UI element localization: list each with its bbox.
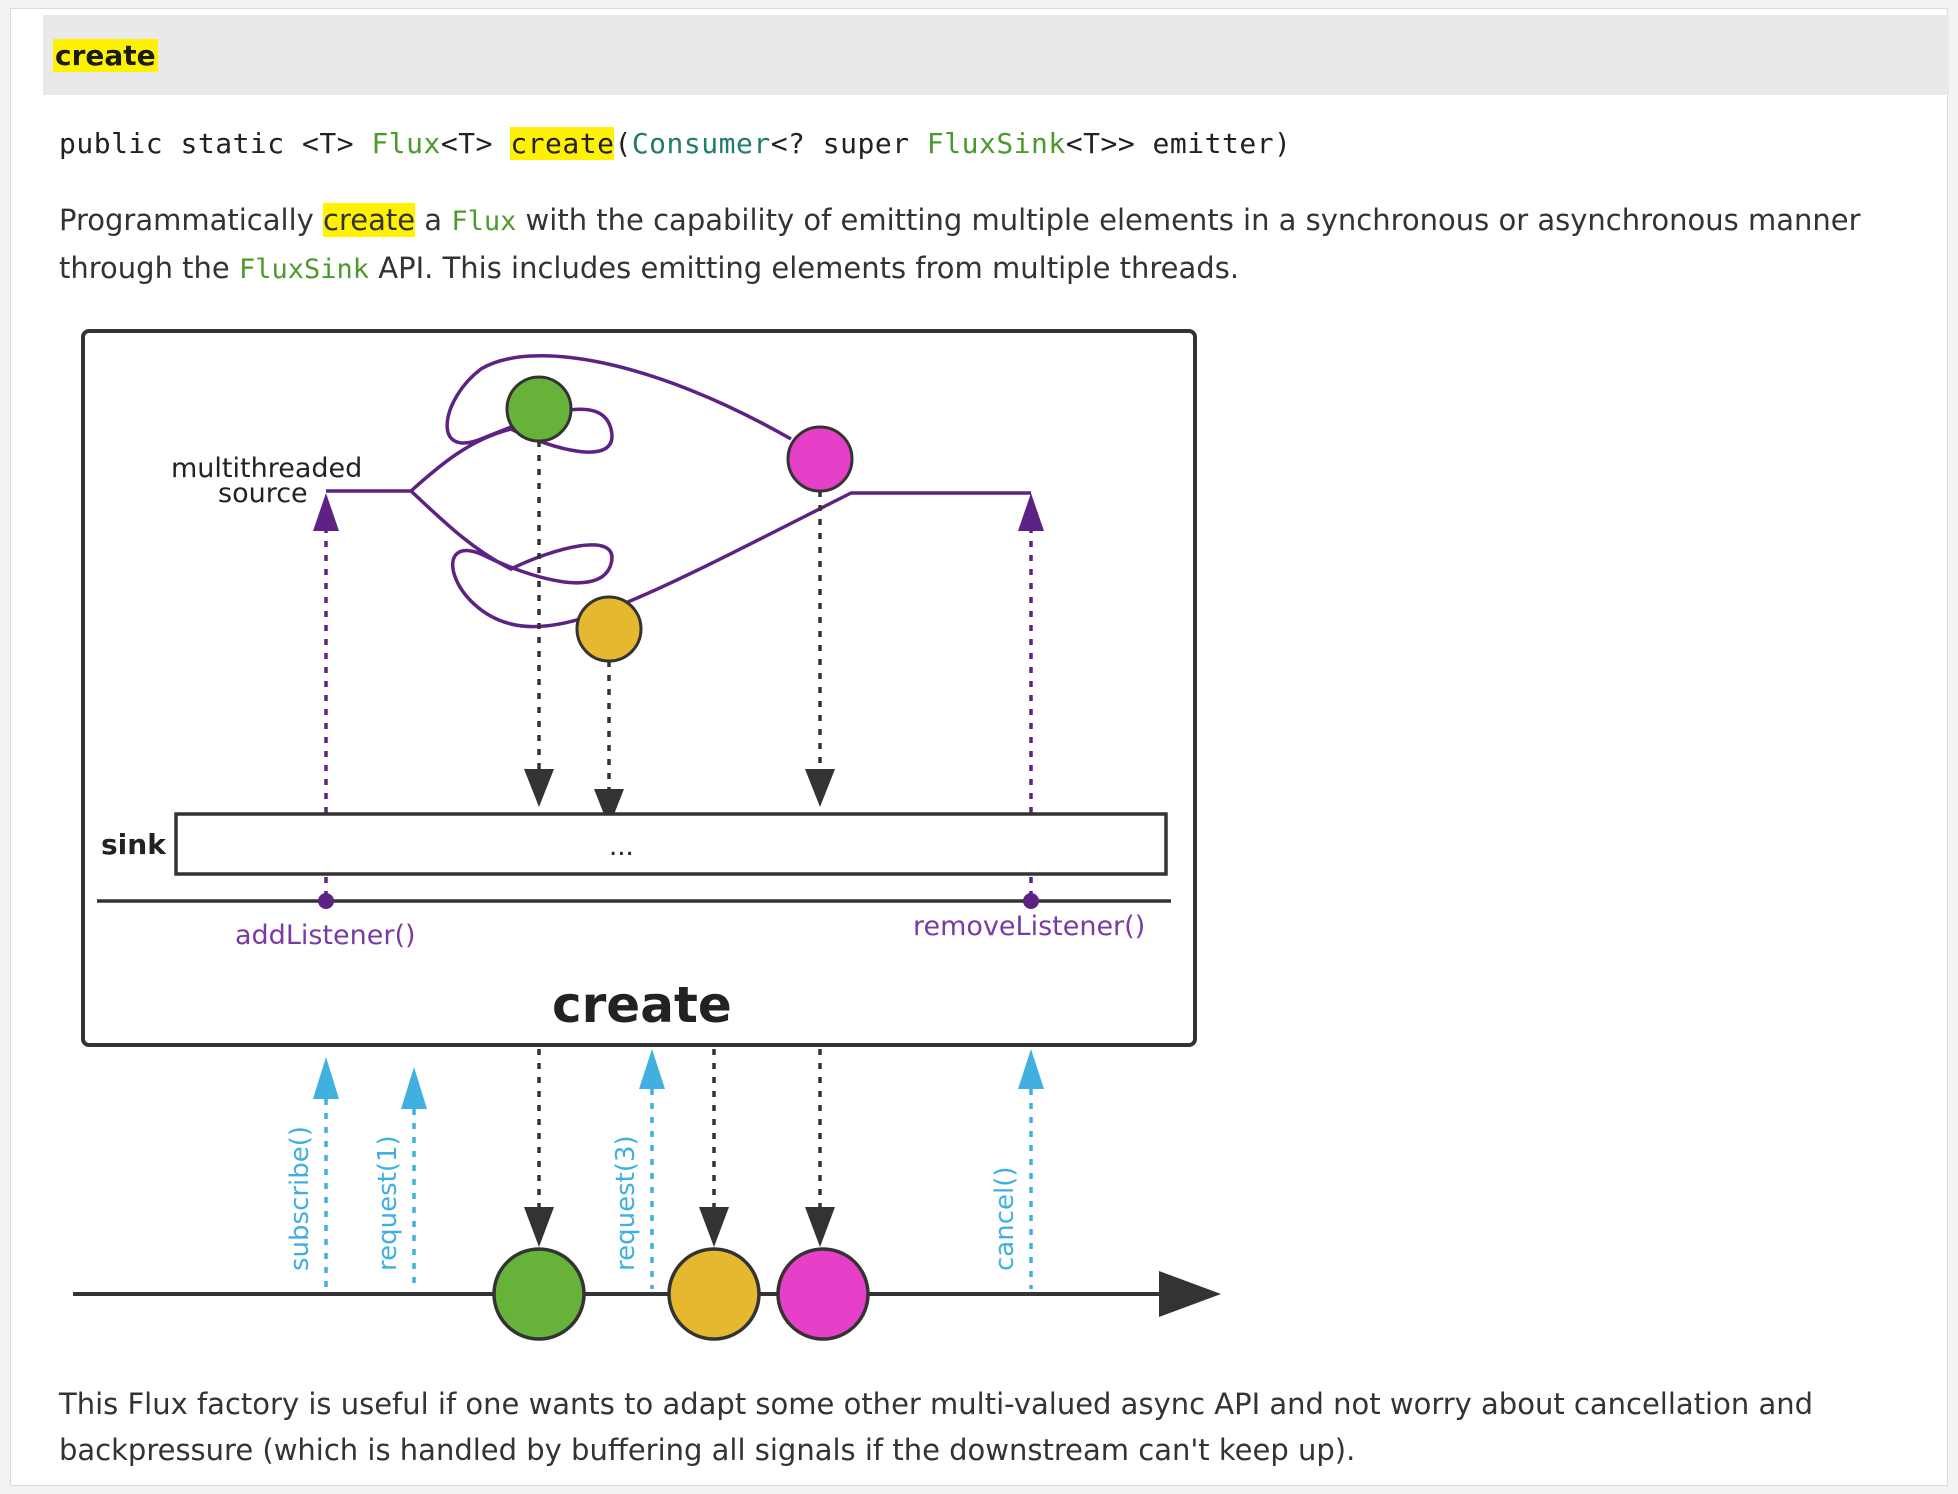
sig-method: create bbox=[510, 127, 615, 160]
desc-highlight: create bbox=[323, 203, 416, 237]
sig-part2: <T> bbox=[440, 127, 511, 160]
add-listener-label: addListener() bbox=[235, 920, 416, 951]
desc-text: Programmatically bbox=[59, 203, 324, 237]
sig-consumer-type[interactable]: Consumer bbox=[631, 127, 771, 160]
remove-listener-label: removeListener() bbox=[913, 911, 1145, 942]
output-arrow-green bbox=[524, 1207, 554, 1247]
source-up-arrow-right bbox=[1018, 493, 1044, 531]
sig-paren: ( bbox=[614, 127, 632, 160]
signal-arrow-request1 bbox=[401, 1067, 427, 1109]
sink-box bbox=[174, 812, 1168, 876]
desc-text: API. This includes emitting elements fro… bbox=[369, 251, 1240, 285]
source-marble-magenta bbox=[786, 425, 854, 493]
source-label-line2: source bbox=[218, 478, 308, 509]
operator-label: create bbox=[552, 976, 732, 1034]
remove-listener-dot bbox=[1023, 893, 1039, 909]
output-marble-green bbox=[492, 1247, 586, 1341]
desc-text: with the capability of emitting multiple… bbox=[59, 203, 1861, 285]
output-marble-yellow bbox=[667, 1247, 761, 1341]
signal-arrow-cancel bbox=[1018, 1049, 1044, 1089]
method-title: create bbox=[53, 39, 158, 72]
fluxsink-code-link[interactable]: FluxSink bbox=[238, 254, 370, 285]
output-lines bbox=[537, 1049, 822, 1209]
source-label-line1: multithreaded bbox=[171, 453, 362, 484]
desc-text: a bbox=[415, 203, 452, 237]
sink-arrow-yellow bbox=[594, 789, 624, 827]
to-sink-lines bbox=[537, 441, 822, 789]
sink-arrow-green bbox=[524, 769, 554, 807]
source-up-arrow-left bbox=[313, 493, 339, 531]
source-marble-yellow bbox=[575, 595, 643, 663]
signal-label-cancel: cancel() bbox=[990, 1166, 1020, 1271]
flux-code-link[interactable]: Flux bbox=[451, 206, 517, 237]
signal-label-request3: request(3) bbox=[611, 1135, 641, 1271]
signal-arrow-subscribe bbox=[313, 1057, 339, 1099]
timeline-arrowhead bbox=[1159, 1271, 1221, 1317]
doc-page: create public static <T> Flux<T> create(… bbox=[10, 8, 1949, 1486]
sig-part3: <? super bbox=[770, 127, 927, 160]
output-arrow-magenta bbox=[805, 1207, 835, 1247]
sig-flux-type[interactable]: Flux bbox=[371, 127, 441, 160]
listener-lines bbox=[324, 527, 1033, 894]
signal-arrow-request3 bbox=[639, 1049, 665, 1089]
signal-label-subscribe: subscribe() bbox=[285, 1126, 315, 1271]
method-header: create bbox=[43, 15, 1949, 95]
output-arrow-yellow bbox=[699, 1207, 729, 1247]
sig-fluxsink-type[interactable]: FluxSink bbox=[926, 127, 1066, 160]
method-signature: public static <T> Flux<T> create(Consume… bbox=[59, 127, 1291, 160]
description-paragraph-1: Programmatically create a Flux with the … bbox=[59, 197, 1919, 293]
sink-ellipsis: ... bbox=[609, 832, 634, 862]
signal-label-request1: request(1) bbox=[373, 1135, 403, 1271]
add-listener-dot bbox=[318, 893, 334, 909]
signal-lines bbox=[324, 1089, 1033, 1289]
sink-arrow-magenta bbox=[805, 769, 835, 807]
output-marble-magenta bbox=[776, 1247, 870, 1341]
sink-label: sink bbox=[101, 828, 167, 861]
description-paragraph-2: This Flux factory is useful if one wants… bbox=[59, 1387, 1814, 1467]
sig-part4: <T>> emitter) bbox=[1065, 127, 1292, 160]
marble-diagram: sink ... addListener() removeListener() … bbox=[73, 329, 1221, 1341]
source-marble-green bbox=[505, 375, 573, 443]
sig-part1: public static <T> bbox=[59, 127, 372, 160]
